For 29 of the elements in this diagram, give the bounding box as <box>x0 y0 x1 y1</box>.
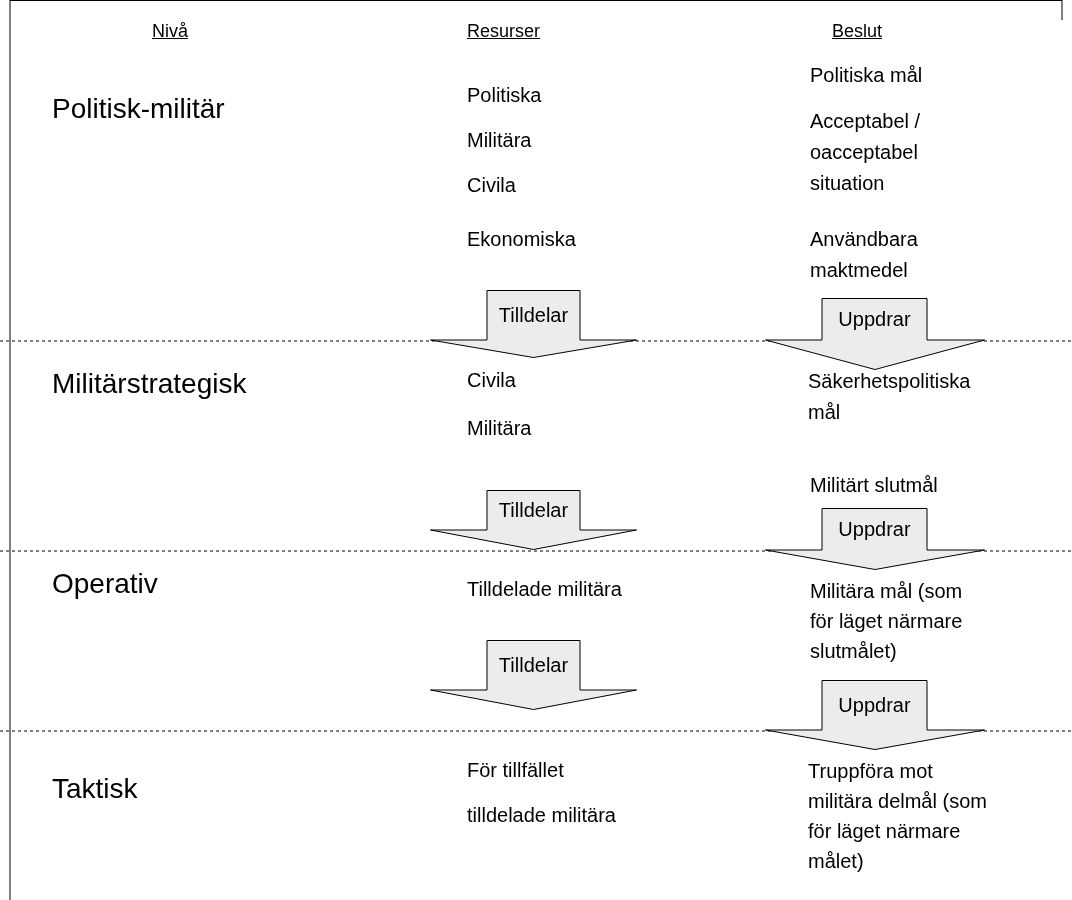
resource-text: Militära <box>467 128 533 153</box>
decision-text: Acceptabel / oacceptabel situation <box>810 109 922 196</box>
resource-text: Civila <box>467 368 517 393</box>
resource-text: Militära <box>467 416 533 441</box>
arrow-label: Tilldelar <box>497 653 570 677</box>
decision-text: Politiska mål <box>810 63 924 88</box>
resource-text: Tilldelade militära <box>467 577 623 602</box>
level-name: Militärstrategisk <box>52 367 248 401</box>
column-header: Nivå <box>152 20 189 43</box>
arrow-label: Uppdrar <box>837 517 912 541</box>
column-header: Resurser <box>467 20 542 43</box>
level-name: Operativ <box>52 567 159 601</box>
decision-text: Truppföra mot militära delmål (som för läget närmare målet) <box>808 759 988 874</box>
arrow-label: Uppdrar <box>837 307 912 331</box>
resource-text: Ekonomiska <box>467 227 577 252</box>
column-header: Beslut <box>832 20 884 43</box>
decision-text: Militärt slutmål <box>810 473 939 498</box>
arrow-label: Tilldelar <box>497 303 570 327</box>
level-name: Politisk-militär <box>52 92 226 126</box>
decision-text: Militära mål (som för läget närmare slutmålet) <box>810 579 964 664</box>
resource-text: tilldelade militära <box>467 803 617 828</box>
decision-text: Säkerhetspolitiska mål <box>808 369 972 425</box>
arrow-label: Uppdrar <box>837 693 912 717</box>
resource-text: Civila <box>467 173 517 198</box>
arrow-label: Tilldelar <box>497 498 570 522</box>
resource-text: För tillfället <box>467 758 565 783</box>
decision-text: Användbara maktmedel <box>810 227 919 283</box>
level-name: Taktisk <box>52 772 139 806</box>
resource-text: Politiska <box>467 83 543 108</box>
